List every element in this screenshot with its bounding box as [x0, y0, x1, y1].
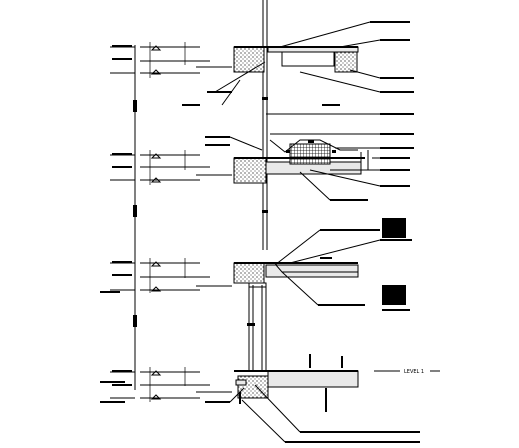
- left-tag-bars: [112, 45, 132, 386]
- level-datum: LEVEL 1: [374, 369, 440, 375]
- annotation-leaders-floor-3: [205, 133, 414, 201]
- level-label: LEVEL 1: [404, 369, 424, 375]
- floor-slab-4: [233, 46, 359, 73]
- level-markers-floor-1: [110, 367, 232, 402]
- annotation-leaders-floor-2: [100, 218, 412, 311]
- annotation-leaders-floor-4: [182, 21, 414, 115]
- curtain-wall-mullion: [247, 0, 268, 370]
- left-dimension-line: [133, 45, 137, 390]
- floor-slab-3: [233, 139, 369, 184]
- floor-slab-1: [234, 354, 359, 412]
- floor-slab-2: [233, 262, 359, 288]
- annotation-leaders-floor-1: [100, 381, 420, 443]
